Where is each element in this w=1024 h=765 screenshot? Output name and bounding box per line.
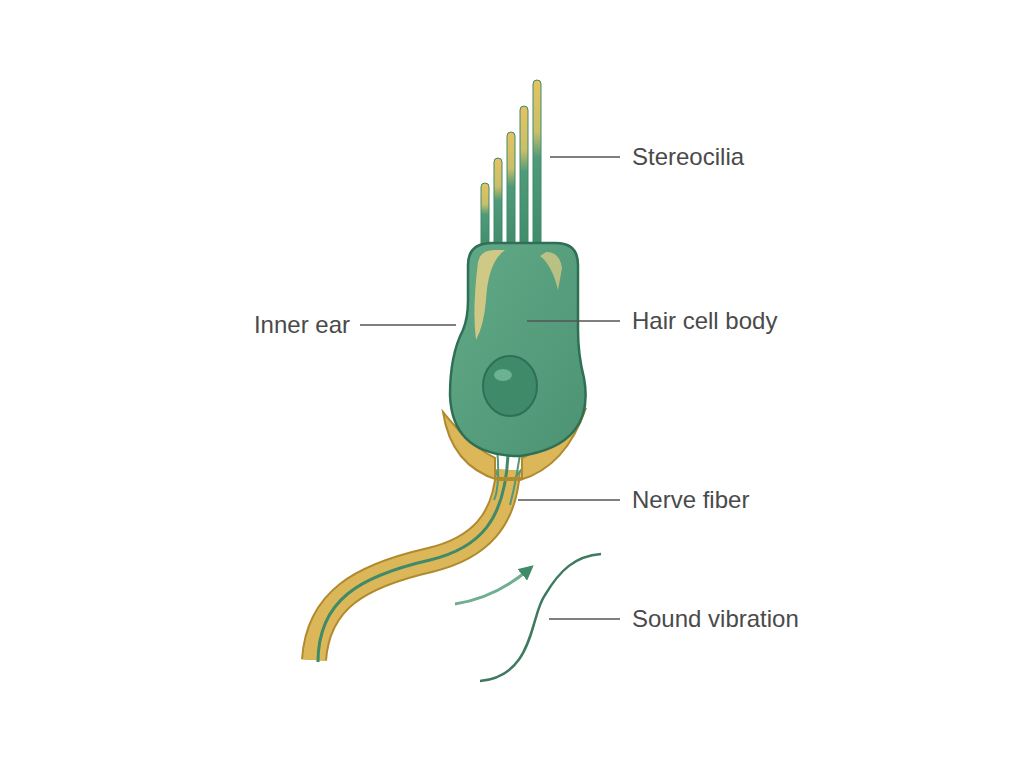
hair-cell-body: [450, 243, 586, 456]
part-label: Sound vibration: [630, 605, 801, 634]
part-label: Hair cell body: [630, 307, 779, 336]
vibration-arrow: [455, 570, 528, 604]
leader-line: [360, 157, 620, 619]
nucleus-highlight: [494, 369, 512, 381]
part-label: Inner ear: [252, 311, 352, 340]
nucleus: [483, 356, 537, 416]
cell-highlight: [540, 252, 562, 290]
cell-highlight: [474, 250, 505, 340]
part-label: Nerve fiber: [630, 486, 751, 515]
stereocilia-bundle: [481, 80, 541, 253]
sound-wave: [480, 554, 601, 681]
part-label: Stereocilia: [630, 143, 746, 172]
nerve-fiber: [314, 430, 548, 662]
